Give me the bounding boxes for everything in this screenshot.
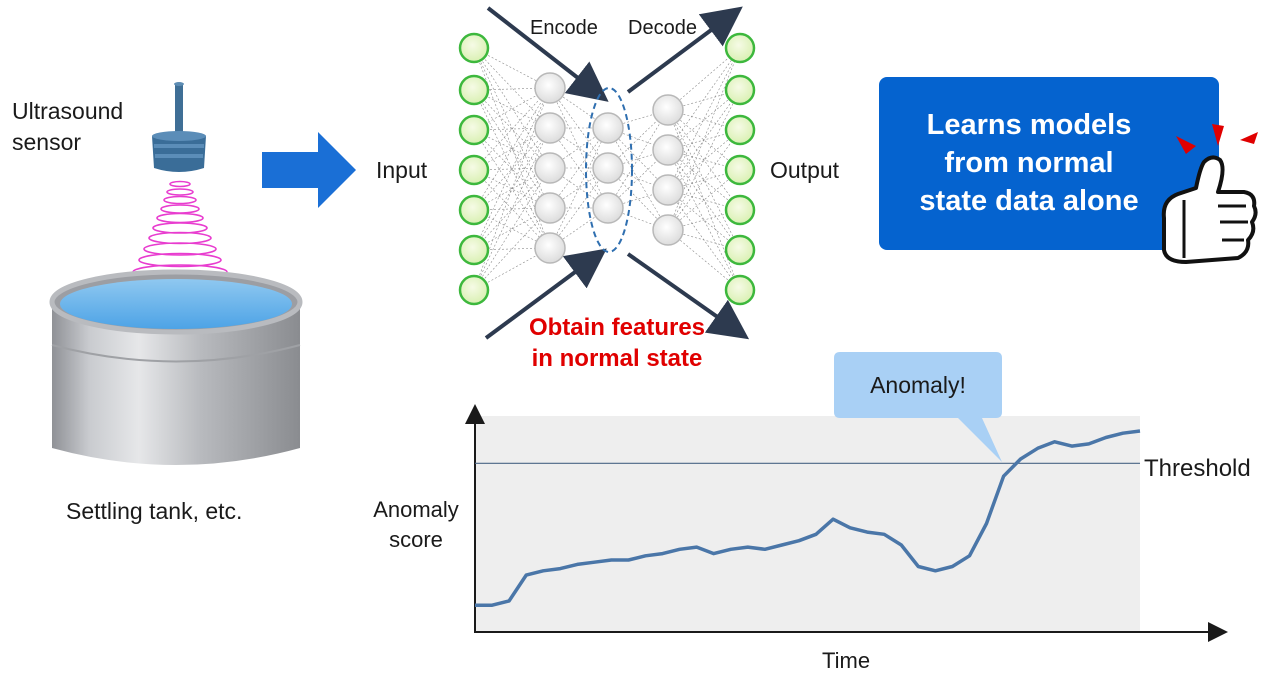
hidden-node <box>534 112 566 144</box>
output-node <box>724 234 756 266</box>
network-connection <box>473 89 551 249</box>
network-connection <box>667 47 741 191</box>
output-node <box>724 194 756 226</box>
encode-decode-arrows <box>484 6 750 340</box>
chart-y-label-line2: score <box>389 527 443 552</box>
input-node <box>458 32 490 64</box>
hidden-node <box>534 232 566 264</box>
sensor-label: Ultrasound sensor <box>12 96 123 158</box>
network-connection <box>549 127 609 249</box>
hidden-node <box>534 152 566 184</box>
tank-label: Settling tank, etc. <box>66 498 243 524</box>
network-connection <box>473 129 551 249</box>
network-connection <box>667 89 741 191</box>
input-node <box>458 274 490 306</box>
network-connection <box>473 87 551 211</box>
network-connection <box>473 167 551 291</box>
anomaly-bubble <box>834 352 1002 462</box>
emphasis-marks-icon <box>1176 124 1258 154</box>
ultrasound-sensor-icon <box>152 82 206 172</box>
input-label: Input <box>376 157 428 183</box>
hidden-node <box>652 134 684 166</box>
network-nodes <box>458 32 756 306</box>
input-node <box>458 74 490 106</box>
network-connection <box>549 167 609 249</box>
thumbs-up-icon <box>1161 155 1258 264</box>
hidden-node <box>592 152 624 184</box>
features-label-line2: in normal state <box>531 345 703 372</box>
network-connection <box>473 127 551 251</box>
callout-text: Learns models from normal state data alo… <box>879 106 1179 220</box>
network-connection <box>473 127 551 211</box>
output-label: Output <box>770 157 840 183</box>
hidden-node <box>534 192 566 224</box>
input-node <box>458 194 490 226</box>
network-connection <box>607 109 669 209</box>
network-connection <box>473 89 551 209</box>
network-connection <box>473 87 551 171</box>
network-connection <box>549 127 609 209</box>
network-connection <box>473 207 551 291</box>
hidden-node <box>592 112 624 144</box>
latent-features-ellipse <box>585 87 633 253</box>
network-connection <box>667 47 741 151</box>
network-connection <box>473 47 551 209</box>
output-node <box>724 154 756 186</box>
callout-line1: Learns models <box>926 109 1132 141</box>
callout-line2: from normal <box>944 147 1114 179</box>
chart-x-label: Time <box>822 648 871 673</box>
chart-y-label: Anomaly score <box>360 495 472 555</box>
input-node <box>458 234 490 266</box>
output-node <box>724 32 756 64</box>
callout-line3: state data alone <box>919 185 1139 217</box>
features-label: Obtain features in normal state <box>492 312 742 374</box>
network-connection <box>473 167 551 251</box>
hidden-node <box>652 214 684 246</box>
features-label-line1: Obtain features <box>528 314 706 341</box>
hidden-node <box>652 174 684 206</box>
anomaly-bubble-text: Anomaly! <box>870 372 966 398</box>
network-connection <box>473 87 551 251</box>
hidden-node <box>652 94 684 126</box>
network-connection <box>549 87 609 209</box>
encode-label: Encode <box>530 17 598 39</box>
network-connection <box>667 129 741 231</box>
network-connection <box>473 127 551 291</box>
anomaly-chart <box>465 352 1228 642</box>
output-node <box>724 114 756 146</box>
output-node <box>724 74 756 106</box>
decode-label: Decode <box>628 17 697 39</box>
output-node <box>724 274 756 306</box>
input-node <box>458 114 490 146</box>
callout-box <box>879 77 1219 250</box>
sensor-label-line1: Ultrasound <box>12 98 124 124</box>
chart-y-label-line1: Anomaly <box>373 497 459 522</box>
anomaly-score-line <box>475 429 1141 607</box>
hidden-node <box>534 72 566 104</box>
sensor-label-line2: sensor <box>12 129 82 155</box>
threshold-label: Threshold <box>1144 455 1251 482</box>
settling-tank-icon <box>49 269 303 465</box>
hidden-node <box>592 192 624 224</box>
input-node <box>458 154 490 186</box>
flow-arrow-icon <box>262 132 356 208</box>
